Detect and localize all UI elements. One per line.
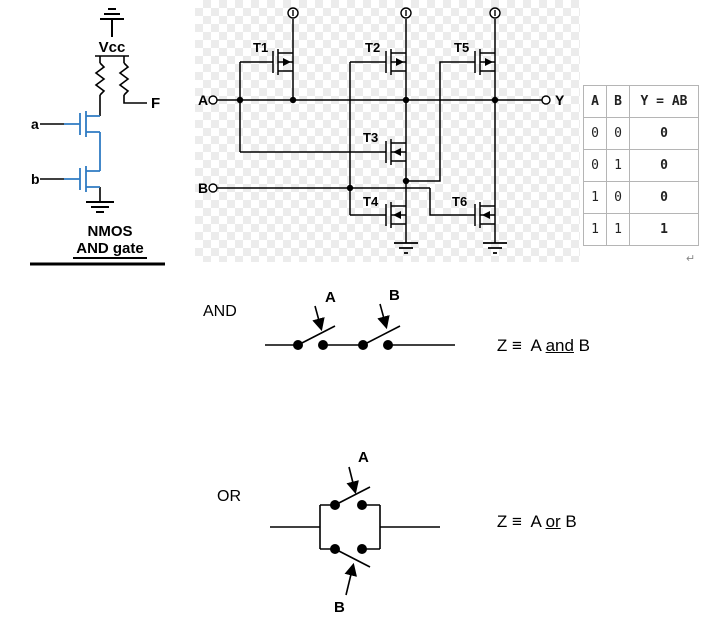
truth-table: A B Y = AB 0 0 0 0 1 0 1 0 0 1 [583,85,699,246]
t1-label: T1 [253,40,268,55]
io-terminals [208,95,551,193]
equation-operator: and [545,336,574,355]
t5-label: T5 [454,40,469,55]
arrow-left-icon [393,148,401,156]
input-b-terminal [208,183,218,193]
cell: 0 [629,181,699,214]
cell: 0 [606,181,630,214]
output-y-label: Y [555,92,565,108]
switch-b-label: B [334,599,345,616]
cell: 1 [606,213,630,246]
switch-a-label: A [358,449,369,466]
caption-line1: NMOS [88,223,133,240]
nmos-and-gate-diagram: Vcc a b F NMOS AND gate [30,8,165,266]
t2-label: T2 [365,40,380,55]
cell: 1 [583,213,607,246]
equation-lhs: Z ≡ A [496,336,546,355]
wires [217,19,542,243]
t6-label: T6 [452,194,467,209]
power-terminal-icon [287,7,501,19]
transistor-t1-symbol [259,40,294,84]
table-row: 1 1 1 [583,213,699,246]
equation-operator: or [545,512,561,531]
vcc-label: Vcc [99,39,126,56]
output-y-terminal [541,95,551,105]
output-f-label: F [151,95,160,112]
cell: 1 [583,181,607,214]
actuator-arrow-icon [377,303,390,330]
arrow-right-icon [485,58,493,66]
and-equation: Z ≡ A and B [478,316,590,376]
cell: 1 [629,213,699,246]
switch-a-label: A [325,289,336,306]
switch-contact-dots [293,340,393,350]
switch-b-label: B [389,287,400,304]
cell: 0 [629,117,699,150]
arrow-right-icon [283,58,291,66]
arrow-right-icon [396,58,404,66]
transistor-t3-symbol [372,130,407,174]
nmos-transistor-q1 [64,111,100,137]
wires [270,466,440,596]
resistor-icon [94,62,106,96]
or-equation: Z ≡ A or B [478,492,577,552]
equation-rhs: B [560,512,577,531]
junction-dots [236,96,499,192]
table-row: 1 0 0 [583,181,699,214]
equation-lhs: Z ≡ A [496,512,546,531]
t4-label: T4 [363,194,379,209]
or-switch-diagram: A B [270,449,440,616]
header-b: B [606,85,630,118]
and-section-label: AND [203,303,237,320]
switch-lever [297,325,336,346]
wires [40,55,147,213]
caption-line2: AND gate [76,240,144,257]
and-switch-diagram: A B [265,287,455,350]
or-section-label: OR [217,488,241,505]
transistor-t4-symbol [372,193,407,237]
switch-lever [334,486,371,506]
t3-label: T3 [363,130,378,145]
cell: 1 [606,149,630,182]
table-row: 0 0 0 [583,117,699,150]
transistor-t2-symbol [372,40,407,84]
wires [265,303,455,346]
table-row: 0 1 0 [583,149,699,182]
actuator-arrow-icon [346,466,359,495]
header-a: A [583,85,607,118]
cell: 0 [583,149,607,182]
ground-icon [394,242,507,254]
transistor-t5-symbol [461,40,496,84]
input-a-terminal [208,95,218,105]
cell: 0 [583,117,607,150]
arrow-left-icon [393,211,401,219]
input-a-label: A [198,92,208,108]
actuator-arrow-icon [344,562,357,596]
cell: 0 [629,149,699,182]
switch-contact-dots [330,500,367,554]
actuator-arrow-icon [312,305,325,332]
power-rail-icon [100,8,124,37]
header-y: Y = AB [629,85,699,118]
input-b-label: B [198,180,208,196]
truth-table-header-row: A B Y = AB [583,85,699,118]
cell: 0 [606,117,630,150]
nmos-transistor-q2 [64,132,101,192]
resistor-icon [118,62,130,96]
switch-lever [334,548,371,568]
arrow-left-icon [482,211,490,219]
input-a-label: a [31,116,39,132]
transistor-t6-symbol [461,193,496,237]
equation-rhs: B [573,336,591,355]
input-b-label: b [31,171,40,187]
switch-lever [362,325,401,346]
return-mark: ↵ [686,253,696,265]
ground-icon [86,201,114,213]
cmos-and-gate-diagram: A B Y T1 T2 T5 T3 T4 T6 [195,0,580,262]
